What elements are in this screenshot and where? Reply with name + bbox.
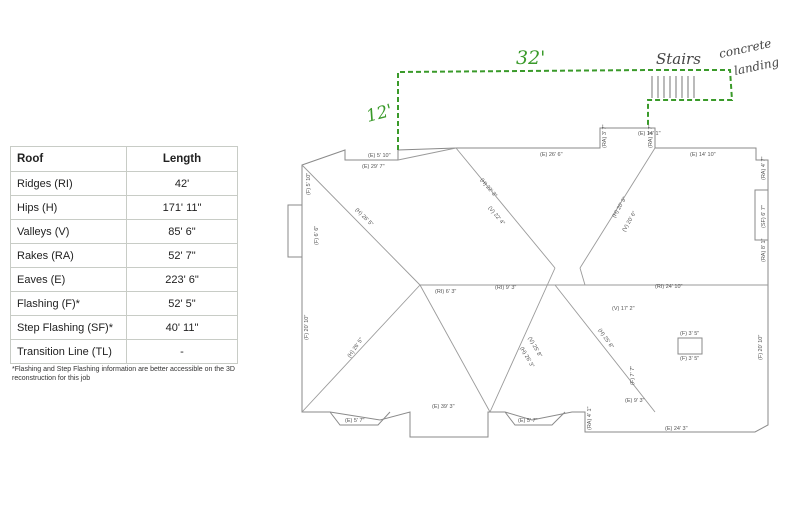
row-label: Step Flashing (SF)* <box>10 315 127 340</box>
label-ridge: (RI) 9' 3" <box>495 285 516 291</box>
row-value: 223' 6" <box>126 267 238 292</box>
row-value: 171' 11" <box>126 195 238 220</box>
label-eave: (E) 26' 6" <box>540 152 563 158</box>
row-label: Flashing (F)* <box>10 291 127 316</box>
label-eave: (E) 29' 7" <box>362 164 385 170</box>
label-eave: (E) 5' 10" <box>368 153 391 159</box>
table-row: Rakes (RA)52' 7" <box>10 243 238 268</box>
roof-measurements-table: Roof Length Ridges (RI)42' Hips (H)171' … <box>10 146 238 364</box>
label-flashing: (F) 6' 6" <box>314 226 320 245</box>
landing-label: landing <box>733 55 781 78</box>
dimension-32-label: 32' <box>516 47 545 69</box>
label-valley: (V) 17' 2" <box>612 306 635 312</box>
addition-outline <box>397 69 734 150</box>
label-eave: (E) 39' 3" <box>432 404 455 410</box>
label-ridge: (RI) 6' 3" <box>435 289 456 295</box>
label-ridge: (RI) 24' 10" <box>655 284 683 290</box>
row-label: Rakes (RA) <box>10 243 127 268</box>
label-rake: (RA) 4' 1" <box>587 406 593 430</box>
table-row: Ridges (RI)42' <box>10 171 238 196</box>
label-eave: (E) 9' 3" <box>625 398 645 404</box>
table-row: Eaves (E)223' 6" <box>10 267 238 292</box>
label-flashing: (F) 20' 10" <box>758 335 764 360</box>
table-row: Step Flashing (SF)*40' 11" <box>10 315 238 340</box>
label-flashing: (F) 3' 5" <box>680 356 699 362</box>
row-label: Transition Line (TL) <box>10 339 127 364</box>
table-footnote: *Flashing and Step Flashing information … <box>12 366 235 382</box>
row-label: Eaves (E) <box>10 267 127 292</box>
label-eave: (E) 5' 7" <box>345 418 365 424</box>
header-length: Length <box>126 146 238 172</box>
row-label: Valleys (V) <box>10 219 127 244</box>
table-row: Transition Line (TL)- <box>10 339 238 364</box>
table-row: Hips (H)171' 11" <box>10 195 238 220</box>
row-value: 42' <box>126 171 238 196</box>
label-step-flashing: (SF) 6' 7" <box>761 205 767 228</box>
row-value: - <box>126 339 238 364</box>
table-header-row: Roof Length <box>10 146 238 172</box>
label-rake: (RA) 3' 7" <box>648 124 654 148</box>
label-eave: (E) 5' 7" <box>518 418 538 424</box>
row-value: 85' 6" <box>126 219 238 244</box>
label-hip: (H) 25' 8" <box>596 328 614 350</box>
roof-outline <box>287 127 769 438</box>
label-flashing: (F) 20' 10" <box>304 315 310 340</box>
label-flashing: (F) 5' 10" <box>306 173 312 195</box>
label-hip: (H) 22' 3" <box>478 177 497 198</box>
stairs-sketch <box>651 76 695 98</box>
row-value: 52' 5" <box>126 291 238 316</box>
label-flashing: (F) 7' 7" <box>630 366 636 385</box>
label-rake: (RA) 4' 7" <box>761 156 767 180</box>
roof-lines <box>301 147 768 413</box>
table-row: Flashing (F)*52' 5" <box>10 291 238 316</box>
label-hip: (H) 26' 5" <box>347 337 365 359</box>
dimension-12-label: 12' <box>364 101 395 127</box>
table-row: Valleys (V)85' 6" <box>10 219 238 244</box>
label-rake: (RA) 3' 7" <box>602 124 608 148</box>
label-eave: (E) 14' 1" <box>638 131 661 137</box>
label-eave: (E) 14' 10" <box>690 152 716 158</box>
row-value: 52' 7" <box>126 243 238 268</box>
label-rake: (RA) 8' 1" <box>761 238 767 262</box>
label-eave: (E) 24' 3" <box>665 426 688 432</box>
stairs-label: Stairs <box>656 50 701 68</box>
label-flashing: (F) 3' 5" <box>680 331 699 337</box>
label-valley: (V) 20' 6" <box>622 210 639 233</box>
header-roof: Roof <box>10 146 127 172</box>
label-hip: (H) 26' 5" <box>354 207 374 227</box>
label-valley: (V) 22' 4" <box>486 205 505 226</box>
label-hip: (H) 20' 3" <box>612 196 629 219</box>
